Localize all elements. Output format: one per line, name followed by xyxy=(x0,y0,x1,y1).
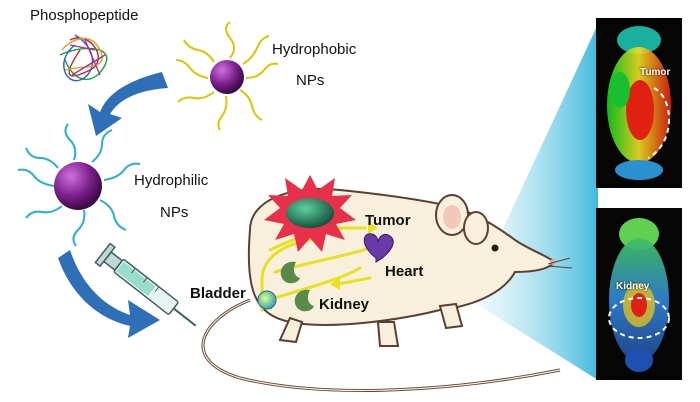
flow-arrowhead xyxy=(330,278,340,290)
hydrophobic-nanoparticle xyxy=(175,21,279,131)
kidney-organ xyxy=(294,289,314,312)
scan-panel-bottom xyxy=(596,208,682,380)
phosphopeptide-label: Phosphopeptide xyxy=(30,7,139,24)
hydrophilic-nanoparticle xyxy=(17,123,141,247)
hydrophilic-nps-label: NPs xyxy=(160,204,189,221)
tumor-label: Tumor xyxy=(365,212,411,229)
hydrophobic-nps-label: NPs xyxy=(296,72,325,89)
tumor-star xyxy=(264,175,356,252)
bladder-organ xyxy=(257,290,277,310)
arrow-2 xyxy=(58,250,160,338)
hydrophilic-label: Hydrophilic xyxy=(134,172,209,189)
heart-label: Heart xyxy=(385,263,424,280)
flow-arrowhead xyxy=(368,222,378,234)
imaging-beam xyxy=(470,24,598,380)
hydrophobic-label: Hydrophobic xyxy=(272,41,357,58)
scan-tumor-label: Tumor xyxy=(640,67,671,78)
kidney-label: Kidney xyxy=(319,296,370,313)
scan-panel-top xyxy=(596,18,682,188)
syringe-icon xyxy=(94,242,197,327)
phosphopeptide-tangle xyxy=(59,34,108,82)
arrow-1 xyxy=(88,72,168,136)
kidney-organ xyxy=(280,261,300,284)
bladder-label: Bladder xyxy=(190,285,246,302)
scan-kidney-label: Kidney xyxy=(616,281,650,292)
heart-icon xyxy=(363,233,394,263)
